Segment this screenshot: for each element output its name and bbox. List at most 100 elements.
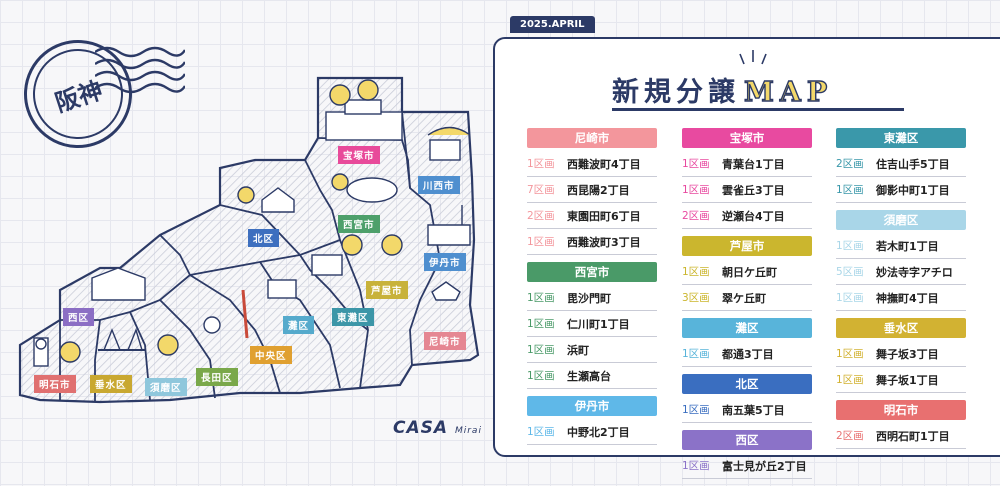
listing-row: 1区画西難波町3丁目 bbox=[527, 229, 657, 255]
lot-count: 1区画 bbox=[527, 292, 555, 304]
lot-count: 2区画 bbox=[836, 430, 864, 442]
title-rays-icon bbox=[739, 50, 767, 65]
area-heading: 西宮市 bbox=[527, 262, 657, 282]
listing-row: 1区画雲雀丘3丁目 bbox=[682, 177, 812, 203]
place-name: 神撫町4丁目 bbox=[876, 291, 939, 305]
place-name: 浜町 bbox=[567, 343, 589, 357]
lot-count: 1区画 bbox=[836, 374, 864, 386]
place-name: 東園田町6丁目 bbox=[567, 209, 641, 223]
area-heading: 伊丹市 bbox=[527, 396, 657, 416]
stamp-wave-lines bbox=[95, 46, 185, 94]
listing-row: 1区画中野北2丁目 bbox=[527, 419, 657, 445]
place-name: 南五葉5丁目 bbox=[722, 403, 785, 417]
listing-row: 1区画浜町 bbox=[527, 337, 657, 363]
place-name: 翠ケ丘町 bbox=[722, 291, 766, 305]
place-name: 西難波町4丁目 bbox=[567, 157, 641, 171]
area-group: 明石市 2区画西明石町1丁目 bbox=[836, 400, 966, 449]
lot-count: 5区画 bbox=[836, 266, 864, 278]
map-label: 中央区 bbox=[250, 346, 292, 364]
area-group: 北区 1区画南五葉5丁目 bbox=[682, 374, 812, 423]
place-name: 逆瀬台4丁目 bbox=[722, 209, 785, 223]
place-name: 舞子坂3丁目 bbox=[876, 347, 939, 361]
place-name: 住吉山手5丁目 bbox=[876, 157, 950, 171]
title-en: MAP bbox=[743, 76, 834, 108]
title-jp: 新規分譲 bbox=[612, 77, 740, 108]
listing-row: 1区画毘沙門町 bbox=[527, 285, 657, 311]
lot-count: 1区画 bbox=[836, 292, 864, 304]
area-group: 灘区 1区画都通3丁目 bbox=[682, 318, 812, 367]
map-label: 川西市 bbox=[418, 176, 460, 194]
lot-count: 7区画 bbox=[527, 184, 555, 196]
lot-count: 1区画 bbox=[682, 184, 710, 196]
map-label: 垂水区 bbox=[90, 375, 132, 393]
area-heading: 尼崎市 bbox=[527, 128, 657, 148]
listing-row: 1区画若木町1丁目 bbox=[836, 233, 966, 259]
area-heading: 宝塚市 bbox=[682, 128, 812, 148]
map-label: 灘区 bbox=[283, 316, 315, 334]
lot-count: 1区画 bbox=[527, 236, 555, 248]
lot-count: 1区画 bbox=[682, 404, 710, 416]
listing-row: 1区画舞子坂1丁目 bbox=[836, 367, 966, 393]
lot-count: 1区画 bbox=[527, 318, 555, 330]
listing-row: 1区画西難波町4丁目 bbox=[527, 151, 657, 177]
listing-row: 1区画南五葉5丁目 bbox=[682, 397, 812, 423]
map-label: 伊丹市 bbox=[424, 253, 466, 271]
place-name: 妙法寺字アチロ bbox=[876, 265, 953, 279]
lot-count: 3区画 bbox=[682, 292, 710, 304]
place-name: 毘沙門町 bbox=[567, 291, 611, 305]
logo-script: Mirai bbox=[454, 426, 482, 436]
map-label: 西区 bbox=[63, 308, 95, 326]
listing-row: 3区画翠ケ丘町 bbox=[682, 285, 812, 311]
listing-row: 1区画青葉台1丁目 bbox=[682, 151, 812, 177]
map-label: 芦屋市 bbox=[366, 281, 408, 299]
area-heading: 北区 bbox=[682, 374, 812, 394]
place-name: 中野北2丁目 bbox=[567, 425, 630, 439]
title-underline bbox=[612, 108, 904, 111]
area-group: 伊丹市 1区画中野北2丁目 bbox=[527, 396, 657, 445]
place-name: 青葉台1丁目 bbox=[722, 157, 785, 171]
area-heading: 芦屋市 bbox=[682, 236, 812, 256]
map-label: 東灘区 bbox=[332, 308, 374, 326]
map-label: 須磨区 bbox=[145, 378, 187, 396]
place-name: 御影中町1丁目 bbox=[876, 183, 950, 197]
lot-count: 1区画 bbox=[682, 158, 710, 170]
area-heading: 東灘区 bbox=[836, 128, 966, 148]
map-label: 長田区 bbox=[196, 368, 238, 386]
area-heading: 須磨区 bbox=[836, 210, 966, 230]
place-name: 都通3丁目 bbox=[722, 347, 774, 361]
listing-row: 1区画舞子坂3丁目 bbox=[836, 341, 966, 367]
listing-row: 1区画都通3丁目 bbox=[682, 341, 812, 367]
listing-row: 1区画御影中町1丁目 bbox=[836, 177, 966, 203]
map-label: 尼崎市 bbox=[424, 332, 466, 350]
casa-logo: CASA Mirai bbox=[393, 418, 482, 438]
lot-count: 1区画 bbox=[527, 158, 555, 170]
map-label: 北区 bbox=[248, 229, 280, 247]
lot-count: 1区画 bbox=[836, 184, 864, 196]
place-name: 仁川町1丁目 bbox=[567, 317, 630, 331]
listing-row: 1区画朝日ケ丘町 bbox=[682, 259, 812, 285]
logo-main: CASA bbox=[393, 418, 449, 438]
lot-count: 1区画 bbox=[682, 460, 710, 472]
place-name: 若木町1丁目 bbox=[876, 239, 939, 253]
lot-count: 1区画 bbox=[682, 266, 710, 278]
listing-row: 7区画西昆陽2丁目 bbox=[527, 177, 657, 203]
place-name: 西明石町1丁目 bbox=[876, 429, 950, 443]
listing-row: 1区画生瀬高台 bbox=[527, 363, 657, 389]
lot-count: 1区画 bbox=[682, 348, 710, 360]
place-name: 富士見が丘2丁目 bbox=[722, 459, 807, 473]
listing-row: 5区画妙法寺字アチロ bbox=[836, 259, 966, 285]
place-name: 朝日ケ丘町 bbox=[722, 265, 777, 279]
area-heading: 明石市 bbox=[836, 400, 966, 420]
area-heading: 灘区 bbox=[682, 318, 812, 338]
lot-count: 1区画 bbox=[527, 426, 555, 438]
landmark-illustrations bbox=[33, 79, 471, 367]
lot-count: 1区画 bbox=[836, 240, 864, 252]
lot-count: 1区画 bbox=[527, 344, 555, 356]
lot-count: 1区画 bbox=[836, 348, 864, 360]
